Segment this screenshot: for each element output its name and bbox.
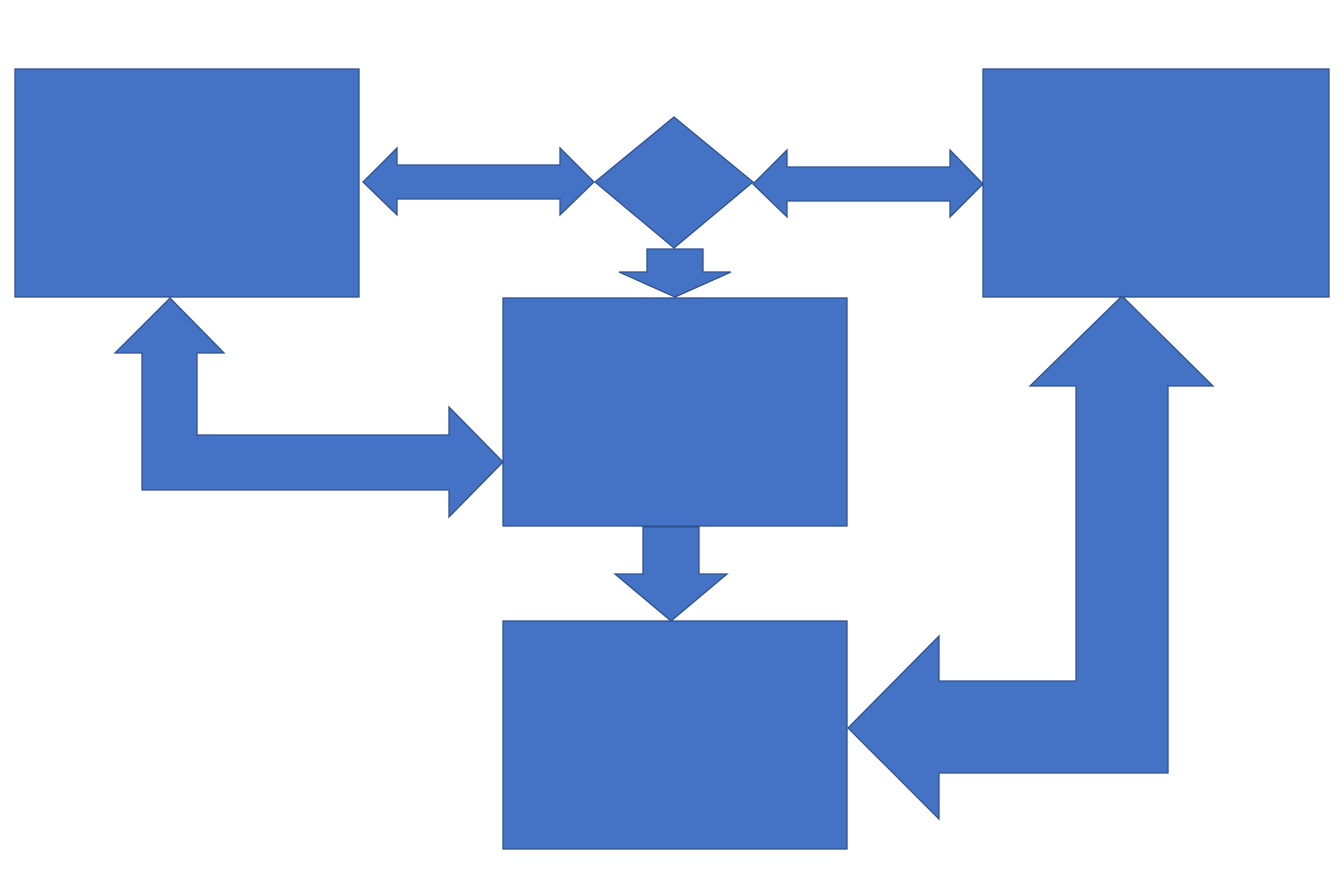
arrow-right-box-to-bottom-box[interactable] xyxy=(847,295,1215,821)
box-bottom[interactable] xyxy=(502,620,848,850)
arrow-middle-box-to-bottom-box[interactable] xyxy=(613,526,729,622)
arrow-left-box-to-diamond[interactable] xyxy=(362,146,595,217)
box-top-left[interactable] xyxy=(14,68,360,298)
arrow-diamond-to-right-box[interactable] xyxy=(752,148,984,219)
box-top-right[interactable] xyxy=(982,68,1330,298)
arrow-diamond-to-middle-box[interactable] xyxy=(618,248,732,298)
box-middle[interactable] xyxy=(502,297,848,527)
arrow-left-box-to-middle-box[interactable] xyxy=(113,297,504,519)
decision-diamond[interactable] xyxy=(593,116,755,249)
